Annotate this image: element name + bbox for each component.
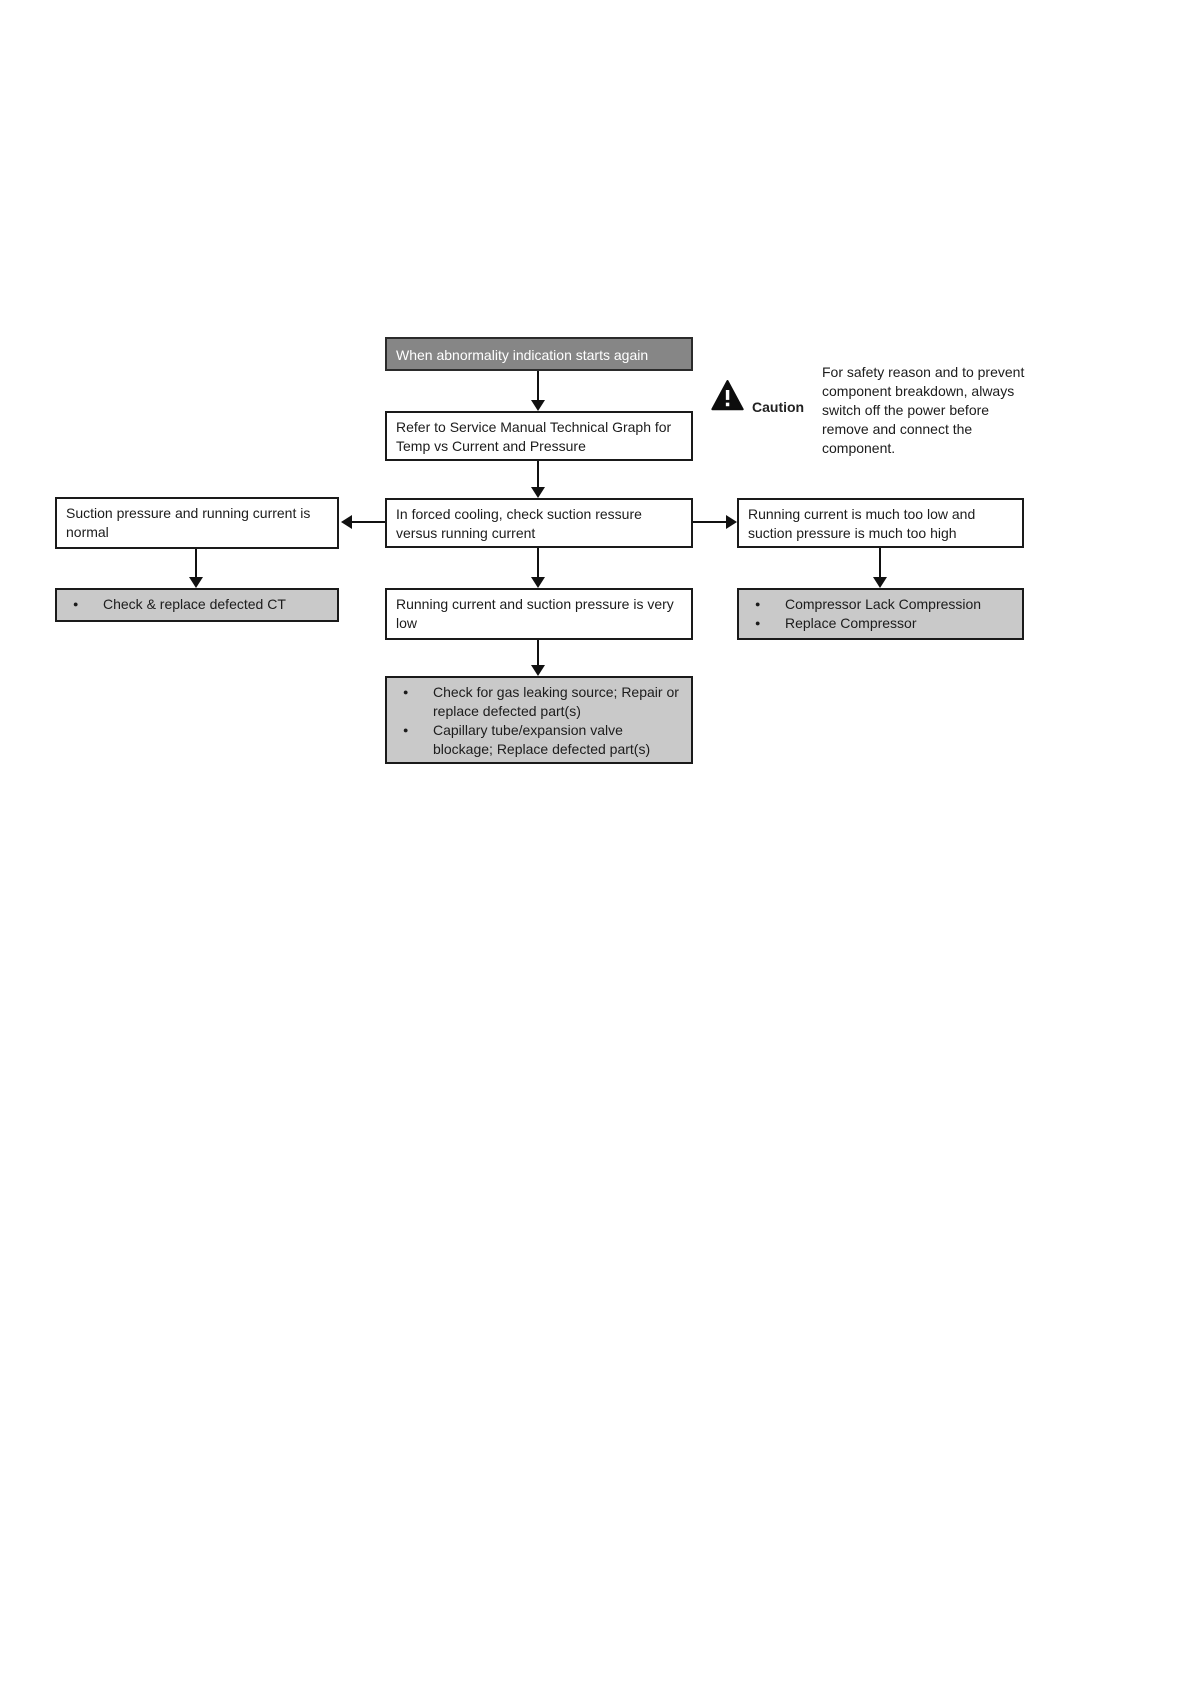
flow-node-start: When abnormality indication starts again <box>385 337 693 371</box>
bullet-icon: ● <box>755 618 761 628</box>
arrow-check-to-center-result <box>537 548 539 577</box>
caution-label: Caution <box>752 399 805 415</box>
arrow-left-branch-to-action <box>195 549 197 577</box>
warning-triangle-icon <box>711 380 744 411</box>
arrowhead-down-icon <box>531 487 545 498</box>
arrow-start-to-refer <box>537 371 539 400</box>
list-item: ● Replace Compressor <box>747 614 1014 633</box>
arrowhead-down-icon <box>531 400 545 411</box>
list-item: ● Capillary tube/expansion valve blockag… <box>395 721 683 759</box>
arrowhead-down-icon <box>531 665 545 676</box>
flow-node-action-replace-compressor: ● Compressor Lack Compression ● Replace … <box>737 588 1024 640</box>
action-text: Check for gas leaking source; Repair or … <box>433 684 679 719</box>
arrow-right-branch-to-action <box>879 548 881 577</box>
arrowhead-down-icon <box>189 577 203 588</box>
flow-node-action-gas-leak-capillary: ● Check for gas leaking source; Repair o… <box>385 676 693 764</box>
action-text: Check & replace defected CT <box>103 596 286 612</box>
flow-node-refer-service-manual: Refer to Service Manual Technical Graph … <box>385 411 693 461</box>
arrow-check-to-left-branch <box>352 521 385 523</box>
arrowhead-right-icon <box>726 515 737 529</box>
flow-node-action-replace-ct: ● Check & replace defected CT <box>55 588 339 622</box>
arrow-center-result-to-action <box>537 640 539 665</box>
action-text: Replace Compressor <box>785 615 917 631</box>
list-item: ● Check & replace defected CT <box>65 595 329 614</box>
arrow-refer-to-check <box>537 461 539 487</box>
bullet-icon: ● <box>403 687 409 697</box>
arrowhead-down-icon <box>873 577 887 588</box>
caution-text: For safety reason and to prevent compone… <box>822 364 1025 456</box>
flow-node-forced-cooling-check: In forced cooling, check suction ressure… <box>385 498 693 548</box>
arrowhead-down-icon <box>531 577 545 588</box>
bullet-icon: ● <box>403 725 409 735</box>
list-item: ● Check for gas leaking source; Repair o… <box>395 683 683 721</box>
flow-node-current-pressure-very-low: Running current and suction pressure is … <box>385 588 693 640</box>
flow-node-current-low-pressure-high: Running current is much too low and suct… <box>737 498 1024 548</box>
action-text: Compressor Lack Compression <box>785 596 982 612</box>
list-item: ● Compressor Lack Compression <box>747 595 1014 614</box>
arrow-check-to-right-branch <box>693 521 726 523</box>
bullet-icon: ● <box>755 599 761 609</box>
flow-node-pressure-current-normal: Suction pressure and running current is … <box>55 497 339 549</box>
arrowhead-left-icon <box>341 515 352 529</box>
action-text: Capillary tube/expansion valve blockage;… <box>433 722 651 757</box>
bullet-icon: ● <box>73 599 79 609</box>
